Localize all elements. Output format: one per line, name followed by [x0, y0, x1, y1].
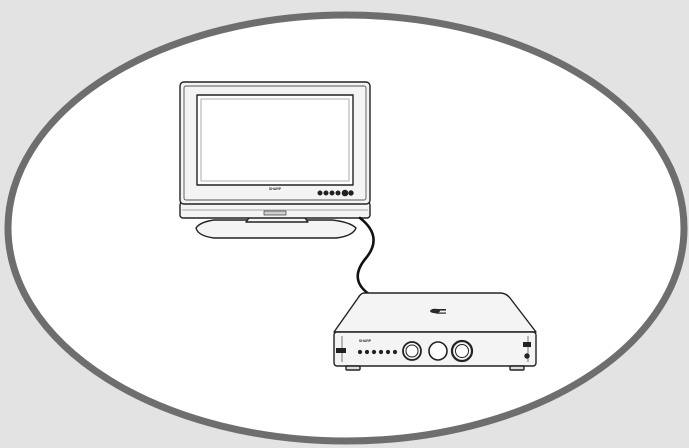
player-brand-label: SHARP [359, 339, 372, 343]
player-indicator [525, 354, 529, 358]
tv-set [180, 82, 370, 238]
tv-power-button [342, 190, 347, 195]
tv-indicator [349, 191, 353, 195]
tv-center-logo [264, 211, 286, 215]
bluray-player [334, 293, 536, 370]
tv-button [324, 191, 328, 195]
tv-brand-label: SHARP [269, 187, 282, 191]
tv-button [318, 191, 322, 195]
tv-screen [197, 95, 353, 185]
tv-button [336, 191, 340, 195]
player-side-badge [523, 342, 531, 347]
player-center-button [429, 342, 447, 360]
tv-button [330, 191, 334, 195]
player-side-badge [336, 348, 346, 353]
